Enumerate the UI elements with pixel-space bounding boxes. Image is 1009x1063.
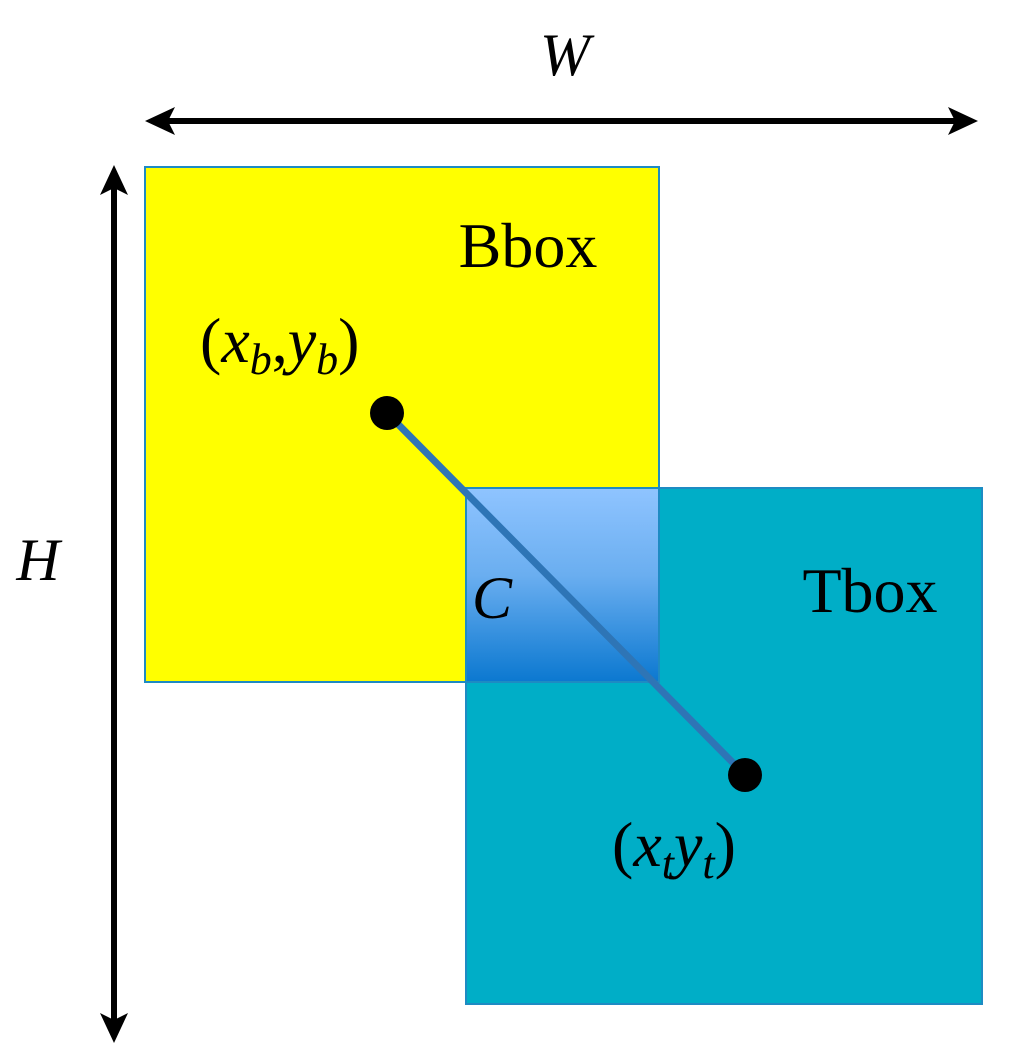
- height-arrow: [100, 165, 128, 1043]
- width-arrow: [145, 107, 978, 135]
- tbox-center-point: [728, 758, 762, 792]
- height-arrow-top-head: [100, 165, 128, 195]
- bbox-label: Bbox: [459, 210, 598, 281]
- width-arrow-left-head: [145, 107, 175, 135]
- overlap-region: [465, 487, 660, 683]
- bbox-center-label: (xb,yb): [200, 305, 359, 384]
- tbox-center-label: (xtyt): [612, 809, 736, 888]
- height-label: H: [15, 527, 63, 593]
- width-label: W: [540, 22, 595, 88]
- intersection-label: C: [472, 565, 513, 631]
- height-arrow-bottom-head: [100, 1013, 128, 1043]
- center-connector-line: [383, 409, 749, 779]
- bbox-center-point: [370, 396, 404, 430]
- tbox-label: Tbox: [802, 555, 937, 626]
- width-arrow-right-head: [948, 107, 978, 135]
